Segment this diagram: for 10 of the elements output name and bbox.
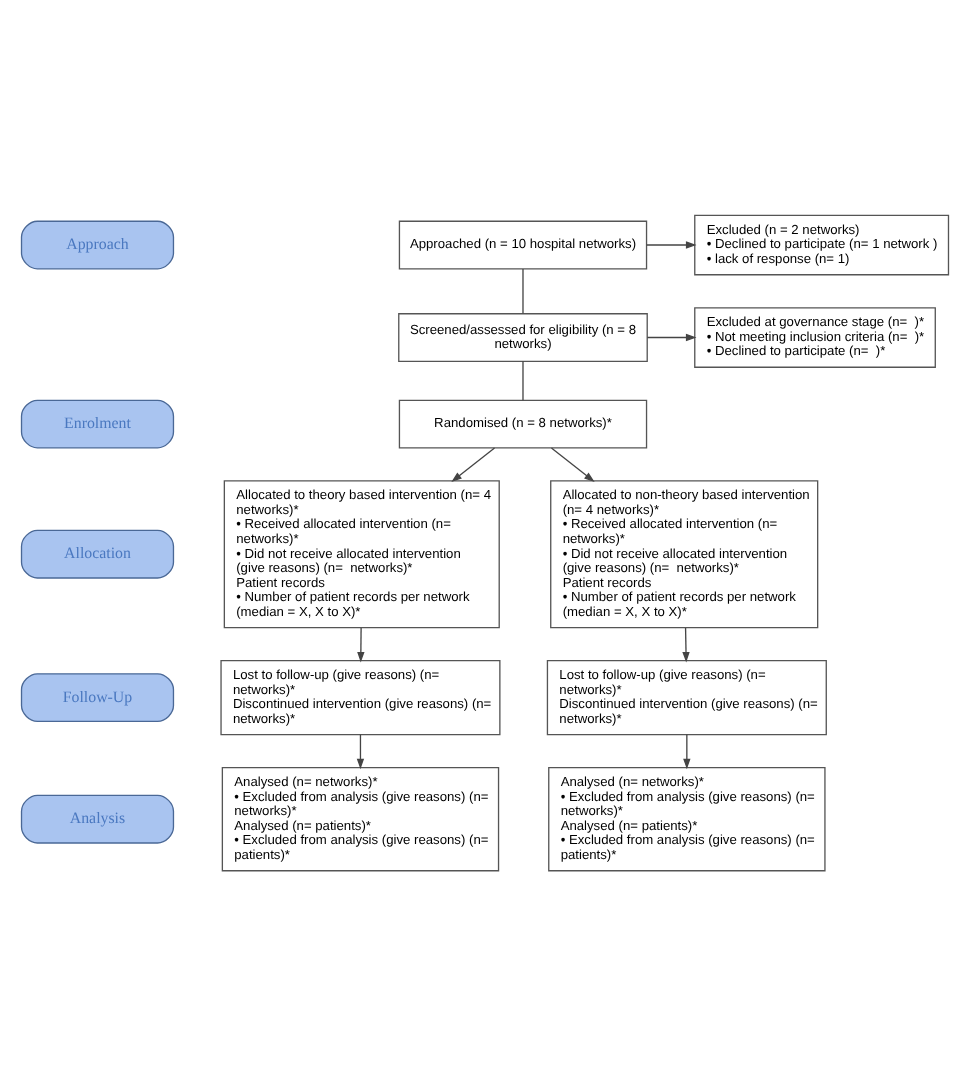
arrow (451, 447, 496, 483)
connector (522, 268, 524, 314)
arrow (646, 333, 697, 342)
arrow (550, 447, 595, 483)
arrow (682, 627, 690, 663)
arrow (683, 733, 691, 770)
arrow (357, 627, 365, 663)
connector (522, 360, 524, 401)
arrow (646, 241, 697, 249)
arrow (356, 733, 365, 770)
